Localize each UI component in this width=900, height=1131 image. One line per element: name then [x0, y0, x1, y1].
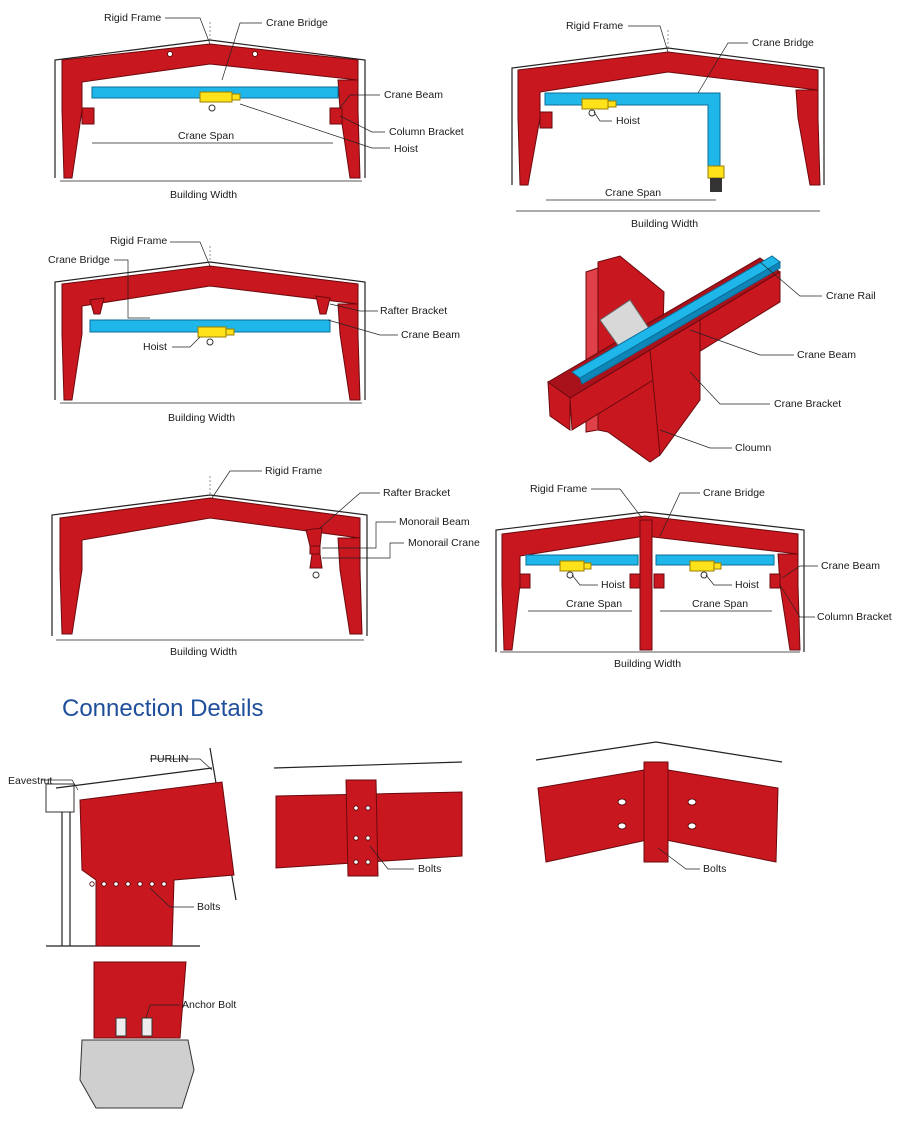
label-crane-beam: Crane Beam [797, 349, 856, 361]
label-crane-span: Crane Span [178, 130, 234, 142]
label-crane-span-left: Crane Span [566, 598, 622, 610]
label-hoist: Hoist [616, 115, 640, 127]
anchor-bolts [115, 1017, 153, 1037]
splice-bolts [353, 805, 371, 865]
label-rafter-bracket: Rafter Bracket [383, 487, 450, 499]
rigid-frame [59, 497, 361, 635]
diagram-semi-gantry-crane: Rigid Frame Crane Bridge Hoist Crane Spa… [511, 20, 825, 230]
label-rigid-frame: Rigid Frame [265, 465, 322, 477]
crane-beam [547, 380, 571, 431]
label-column-bracket: Column Bracket [389, 126, 464, 138]
label-crane-bracket: Crane Bracket [774, 398, 841, 410]
diagram-monorail-crane: Rigid Frame Rafter Bracket Monorail Beam… [51, 465, 480, 658]
label-rigid-frame: Rigid Frame [110, 235, 167, 247]
eave-bolts [89, 881, 167, 887]
diagram-double-bay-crane: Rigid Frame Crane Bridge Crane Beam Hois… [495, 483, 892, 670]
hoist [197, 326, 235, 346]
diagram-crane-beam-3d-detail: Crane Rail Crane Beam Crane Bracket Clou… [547, 255, 876, 463]
rigid-frame [517, 51, 819, 186]
label-monorail-crane: Monorail Crane [408, 537, 480, 549]
label-building-width: Building Width [614, 658, 681, 670]
label-rigid-frame: Rigid Frame [104, 12, 161, 24]
rigid-frame [61, 265, 359, 401]
eave-knee-connection [79, 781, 235, 947]
label-crane-bridge: Crane Bridge [703, 487, 765, 499]
detail-rafter-splice: Bolts [273, 761, 463, 877]
monorail-crane [309, 553, 323, 569]
label-rigid-frame: Rigid Frame [530, 483, 587, 495]
hoist-right [689, 560, 722, 579]
label-rigid-frame: Rigid Frame [566, 20, 623, 32]
label-hoist: Hoist [143, 341, 167, 353]
hoist [581, 98, 617, 117]
label-anchor-bolt: Anchor Bolt [182, 999, 236, 1011]
label-crane-span: Crane Span [605, 187, 661, 199]
column-base [93, 961, 187, 1039]
label-crane-span-right: Crane Span [692, 598, 748, 610]
label-crane-rail: Crane Rail [826, 290, 876, 302]
label-rafter-bracket: Rafter Bracket [380, 305, 447, 317]
rigid-frame [61, 43, 359, 179]
label-bolts: Bolts [197, 901, 220, 913]
diagram-underhung-crane: Rigid Frame Crane Bridge Rafter Bracket … [48, 235, 460, 424]
diagram-bridge-crane-column-bracket: Rigid Frame Crane Bridge Crane Beam Colu… [54, 12, 464, 201]
label-monorail-beam: Monorail Beam [399, 516, 470, 528]
section-heading: Connection Details [62, 695, 263, 722]
label-hoist: Hoist [394, 143, 418, 155]
monorail-beam [309, 545, 321, 555]
ridge-bolts [617, 798, 697, 830]
label-crane-beam: Crane Beam [821, 560, 880, 572]
rigid-frame [501, 515, 799, 651]
label-crane-beam: Crane Beam [384, 89, 443, 101]
label-purlin: PURLIN [150, 753, 189, 765]
rafter-bracket [89, 297, 105, 315]
label-building-width: Building Width [170, 646, 237, 658]
label-hoist-left: Hoist [601, 579, 625, 591]
concrete-foundation [79, 1039, 195, 1109]
label-building-width: Building Width [631, 218, 698, 230]
label-hoist-right: Hoist [735, 579, 759, 591]
column-bracket [81, 107, 95, 125]
label-building-width: Building Width [168, 412, 235, 424]
rafter-bracket [305, 527, 323, 547]
label-column-bracket: Column Bracket [817, 611, 892, 623]
label-column: Cloumn [735, 442, 771, 454]
hoist-left [559, 560, 592, 579]
label-building-width: Building Width [170, 189, 237, 201]
label-crane-bridge: Crane Bridge [752, 37, 814, 49]
label-eavestrut: Eavestrut [8, 775, 52, 787]
label-bolts: Bolts [703, 863, 726, 875]
hoist [199, 91, 241, 112]
detail-eave-and-base-connection: PURLIN Eavestrut Bolts Anchor Bolt [8, 747, 237, 1109]
label-crane-bridge: Crane Bridge [266, 17, 328, 29]
crane-bridge [544, 92, 721, 169]
detail-ridge-splice: Bolts [535, 741, 783, 875]
label-bolts: Bolts [418, 863, 441, 875]
label-crane-bridge: Crane Bridge [48, 254, 110, 266]
label-crane-beam: Crane Beam [401, 329, 460, 341]
